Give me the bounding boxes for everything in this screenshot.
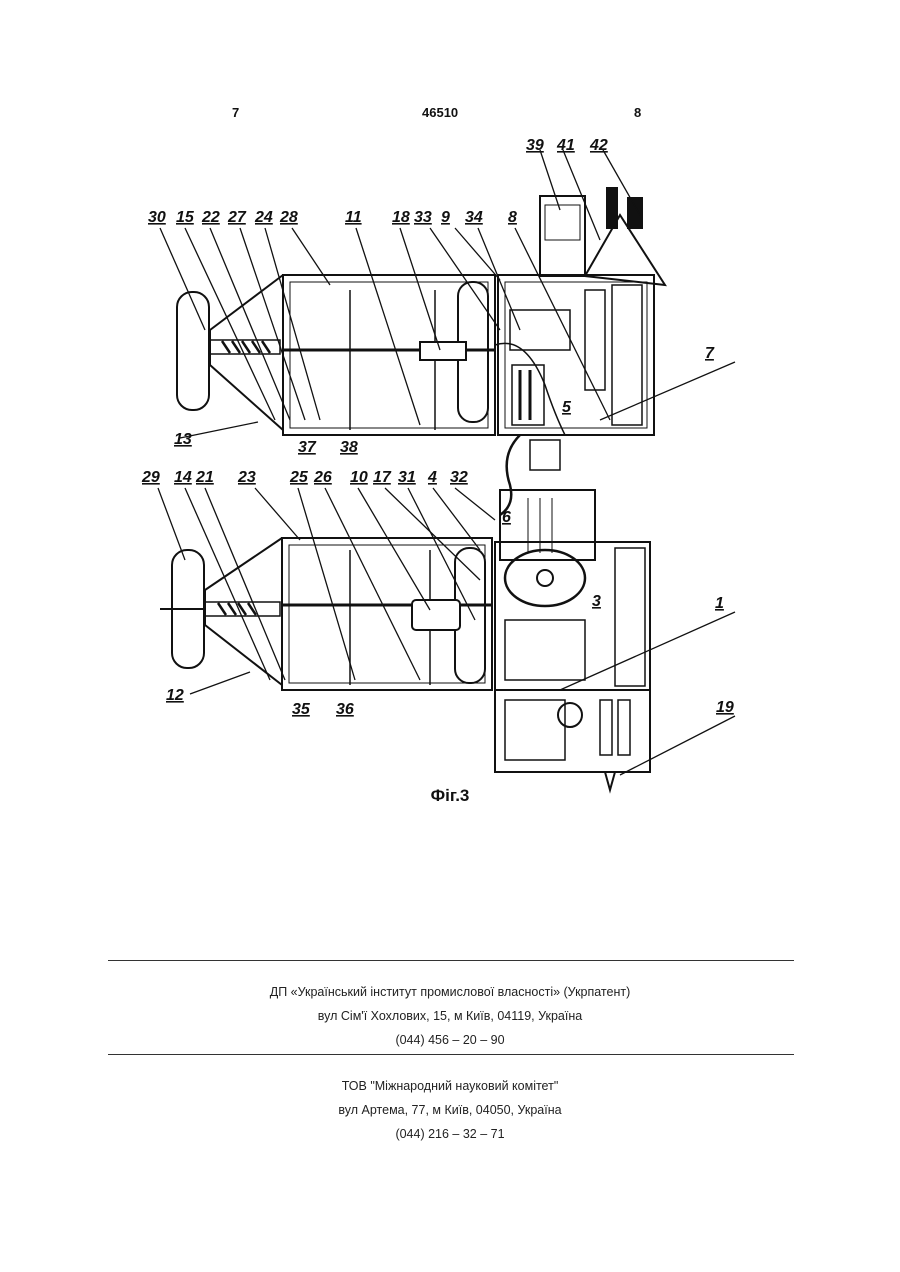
callout-10: 10: [350, 469, 368, 486]
org2-phone: (044) 216 – 32 – 71: [0, 1127, 900, 1141]
callout-23: 23: [237, 469, 256, 486]
lower-cylinder: [412, 600, 460, 630]
callout-25: 25: [289, 469, 309, 486]
org1-address: вул Сім'ї Хохлових, 15, м Київ, 04119, У…: [0, 1009, 900, 1023]
footer-divider-middle: [108, 1054, 794, 1055]
hydraulic-hose: [500, 435, 520, 515]
upper-drawbar: [210, 275, 283, 430]
footer-divider-top: [108, 960, 794, 961]
upper-front-wheel: [177, 292, 209, 410]
callout-5: 5: [562, 399, 572, 416]
callout-15: 15: [176, 209, 195, 226]
callout-27: 27: [227, 209, 247, 226]
callout-39: 39: [526, 137, 544, 154]
leader-lines: [158, 150, 735, 775]
org2-name: ТОВ "Міжнародний науковий комітет": [0, 1079, 900, 1093]
technical-drawing: 39 41 42 30 15 22 27 24 28 11 18 33 9 34…: [0, 0, 900, 800]
callout-35: 35: [292, 701, 311, 718]
callout-22: 22: [201, 209, 220, 226]
callout-4: 4: [427, 469, 437, 486]
org2-address: вул Артема, 77, м Київ, 04050, Україна: [0, 1103, 900, 1117]
callout-41: 41: [556, 137, 575, 154]
upper-cylinder: [420, 342, 466, 360]
upper-machine-block: [498, 188, 665, 470]
callout-17: 17: [373, 469, 392, 486]
callout-37: 37: [298, 439, 317, 456]
callout-33: 33: [414, 209, 432, 226]
callout-8: 8: [508, 209, 517, 226]
callout-7: 7: [705, 345, 715, 362]
callout-42: 42: [589, 137, 608, 154]
callout-31: 31: [398, 469, 416, 486]
org1-name: ДП «Український інститут промислової вла…: [0, 985, 900, 999]
callout-21: 21: [195, 469, 214, 486]
callout-24: 24: [254, 209, 273, 226]
callout-36: 36: [336, 701, 354, 718]
callout-3: 3: [592, 593, 601, 610]
callout-30: 30: [148, 209, 166, 226]
callout-18: 18: [392, 209, 410, 226]
lower-drawbar: [160, 538, 282, 685]
figure-caption: Фіг.3: [0, 786, 900, 806]
callout-19: 19: [716, 699, 734, 716]
callout-26: 26: [313, 469, 332, 486]
callout-6: 6: [502, 509, 511, 526]
callout-34: 34: [465, 209, 483, 226]
callout-28: 28: [279, 209, 298, 226]
callout-11: 11: [345, 209, 362, 226]
callout-12: 12: [166, 687, 184, 704]
callout-32: 32: [450, 469, 468, 486]
callout-29: 29: [141, 469, 160, 486]
callout-9: 9: [441, 209, 450, 226]
org1-phone: (044) 456 – 20 – 90: [0, 1033, 900, 1047]
callout-1: 1: [715, 595, 724, 612]
callout-38: 38: [340, 439, 358, 456]
callout-13: 13: [174, 431, 192, 448]
tractor: [495, 490, 650, 790]
callout-14: 14: [174, 469, 192, 486]
